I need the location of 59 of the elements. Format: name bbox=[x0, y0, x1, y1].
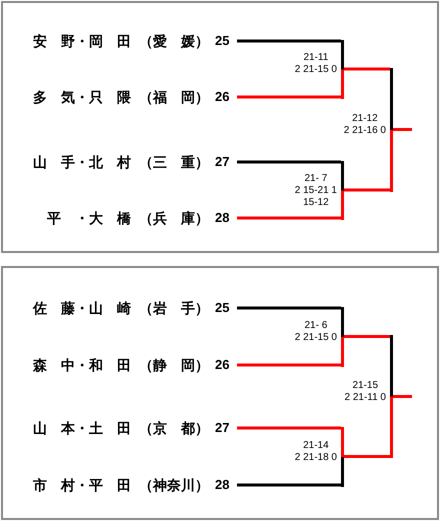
prefecture-label: （岩 手） bbox=[139, 299, 209, 318]
bracket-line bbox=[344, 68, 390, 70]
match-score: 2 15-21 1 bbox=[294, 185, 337, 197]
bracket-line bbox=[237, 216, 341, 220]
bracket-bar bbox=[390, 68, 393, 192]
match-score: 2 21-15 0 bbox=[294, 64, 337, 76]
player-names: 安 野・岡 田 bbox=[33, 32, 131, 51]
player-names: 市 村・平 田 bbox=[33, 476, 131, 495]
bracket-line bbox=[237, 426, 341, 430]
match-score: 21-15 bbox=[352, 380, 378, 392]
match-score: 15-12 bbox=[303, 197, 329, 209]
seed-number: 26 bbox=[215, 356, 230, 374]
seed-number: 28 bbox=[215, 209, 230, 227]
seed-number: 27 bbox=[215, 419, 230, 437]
bracket-line bbox=[237, 40, 341, 42]
bracket-bar bbox=[341, 40, 344, 98]
match-score: 21-14 bbox=[303, 440, 329, 452]
bracket-line bbox=[237, 160, 341, 164]
match-score: 2 21-16 0 bbox=[344, 124, 386, 136]
bracket-line bbox=[344, 455, 390, 458]
prefecture-label: （福 岡） bbox=[139, 88, 209, 107]
bracket-line bbox=[344, 188, 390, 192]
match-score: 21-11 bbox=[303, 52, 328, 64]
bracket-bar bbox=[390, 335, 393, 458]
player-names: 平 ・大 橋 bbox=[46, 209, 131, 228]
player-names: 佐 藤・山 崎 bbox=[33, 299, 131, 318]
player-names: 森 中・和 田 bbox=[33, 356, 131, 375]
seed-number: 25 bbox=[215, 299, 230, 317]
prefecture-label: （京 都） bbox=[139, 419, 209, 438]
match-score: 21- 6 bbox=[304, 320, 328, 332]
player-names: 多 気・只 隈 bbox=[33, 88, 131, 107]
seed-number: 25 bbox=[215, 32, 230, 50]
bracket-line bbox=[393, 128, 412, 131]
bracket-bar bbox=[341, 160, 344, 220]
bracket-line bbox=[237, 484, 341, 486]
prefecture-label: （三 重） bbox=[139, 153, 209, 172]
prefecture-label: （愛 媛） bbox=[139, 32, 209, 51]
match-score: 2 21-18 0 bbox=[294, 452, 337, 464]
bracket-line bbox=[344, 335, 390, 338]
player-names: 山 手・北 村 bbox=[33, 153, 131, 172]
bracket-line bbox=[237, 96, 341, 98]
prefecture-label: （静 岡） bbox=[139, 356, 209, 375]
seed-number: 26 bbox=[215, 88, 230, 106]
seed-number: 27 bbox=[215, 153, 230, 171]
bracket-panel bbox=[1, 266, 439, 520]
match-score: 2 21-15 0 bbox=[294, 332, 337, 344]
bracket-panel bbox=[1, 1, 439, 253]
seed-number: 28 bbox=[215, 476, 230, 494]
prefecture-label: （神奈川） bbox=[139, 476, 209, 495]
bracket-line bbox=[237, 306, 341, 310]
bracket-line bbox=[237, 364, 341, 366]
bracket-line bbox=[393, 395, 412, 398]
bracket-bar bbox=[341, 426, 344, 486]
match-score: 21- 7 bbox=[304, 173, 328, 185]
match-score: 2 21-11 0 bbox=[344, 392, 386, 404]
player-names: 山 本・土 田 bbox=[33, 419, 131, 438]
prefecture-label: （兵 庫） bbox=[139, 209, 209, 228]
match-score: 21-12 bbox=[352, 112, 378, 124]
bracket-bar bbox=[341, 306, 344, 366]
